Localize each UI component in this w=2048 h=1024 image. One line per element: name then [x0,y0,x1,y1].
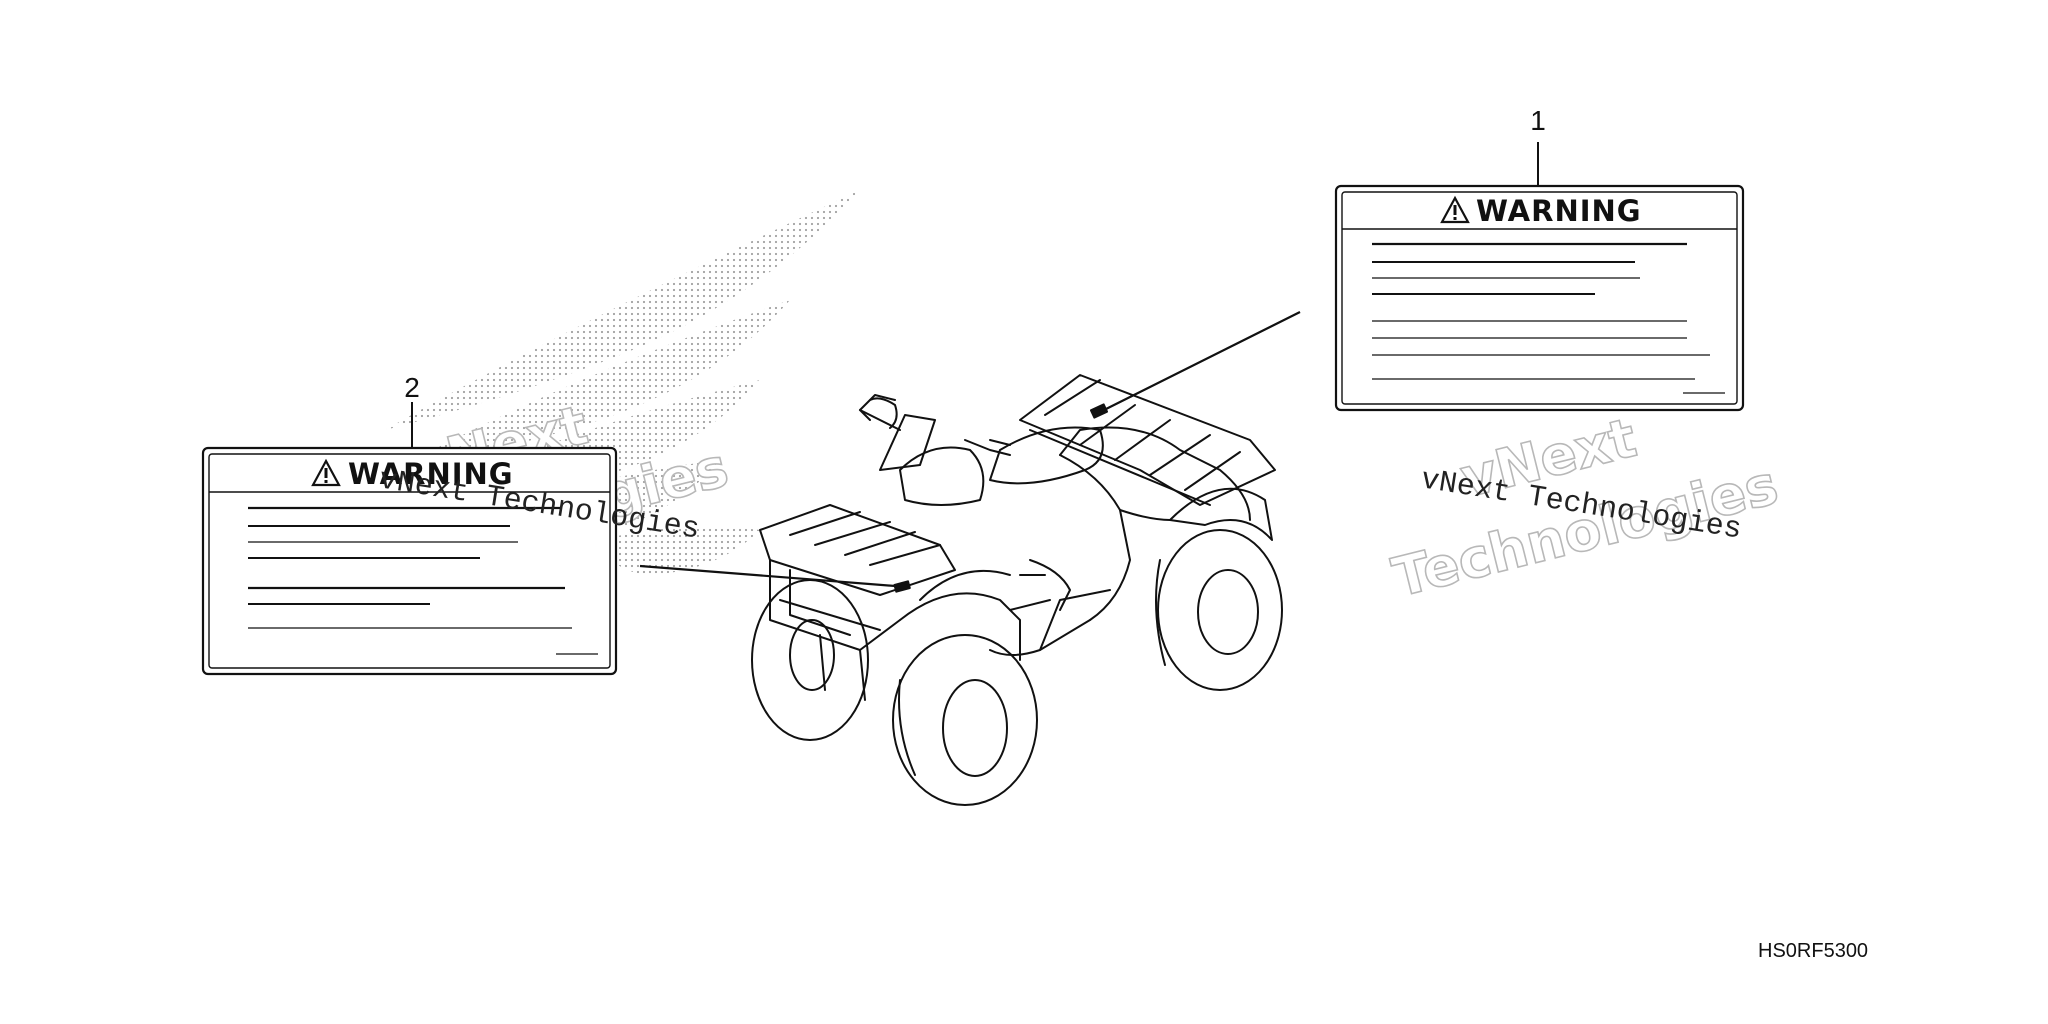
atv-icon [751,374,1283,806]
callout-number-1: 1 [1530,105,1546,136]
warning-triangle-icon [311,458,341,487]
warning-label-2: 2 WARNING [201,372,618,676]
callout-number-2: 2 [404,372,420,403]
diagram-code: HS0RF5300 [1758,940,1868,962]
leader-line-1 [1099,311,1301,413]
warning-label-1: 1 WARNING [1334,105,1745,412]
warning-triangle-icon [1440,195,1470,224]
label-2-title: WARNING [348,457,514,491]
leader-lines [639,311,1301,588]
leader-line-2 [639,564,896,588]
label-1-title: WARNING [1476,194,1642,228]
